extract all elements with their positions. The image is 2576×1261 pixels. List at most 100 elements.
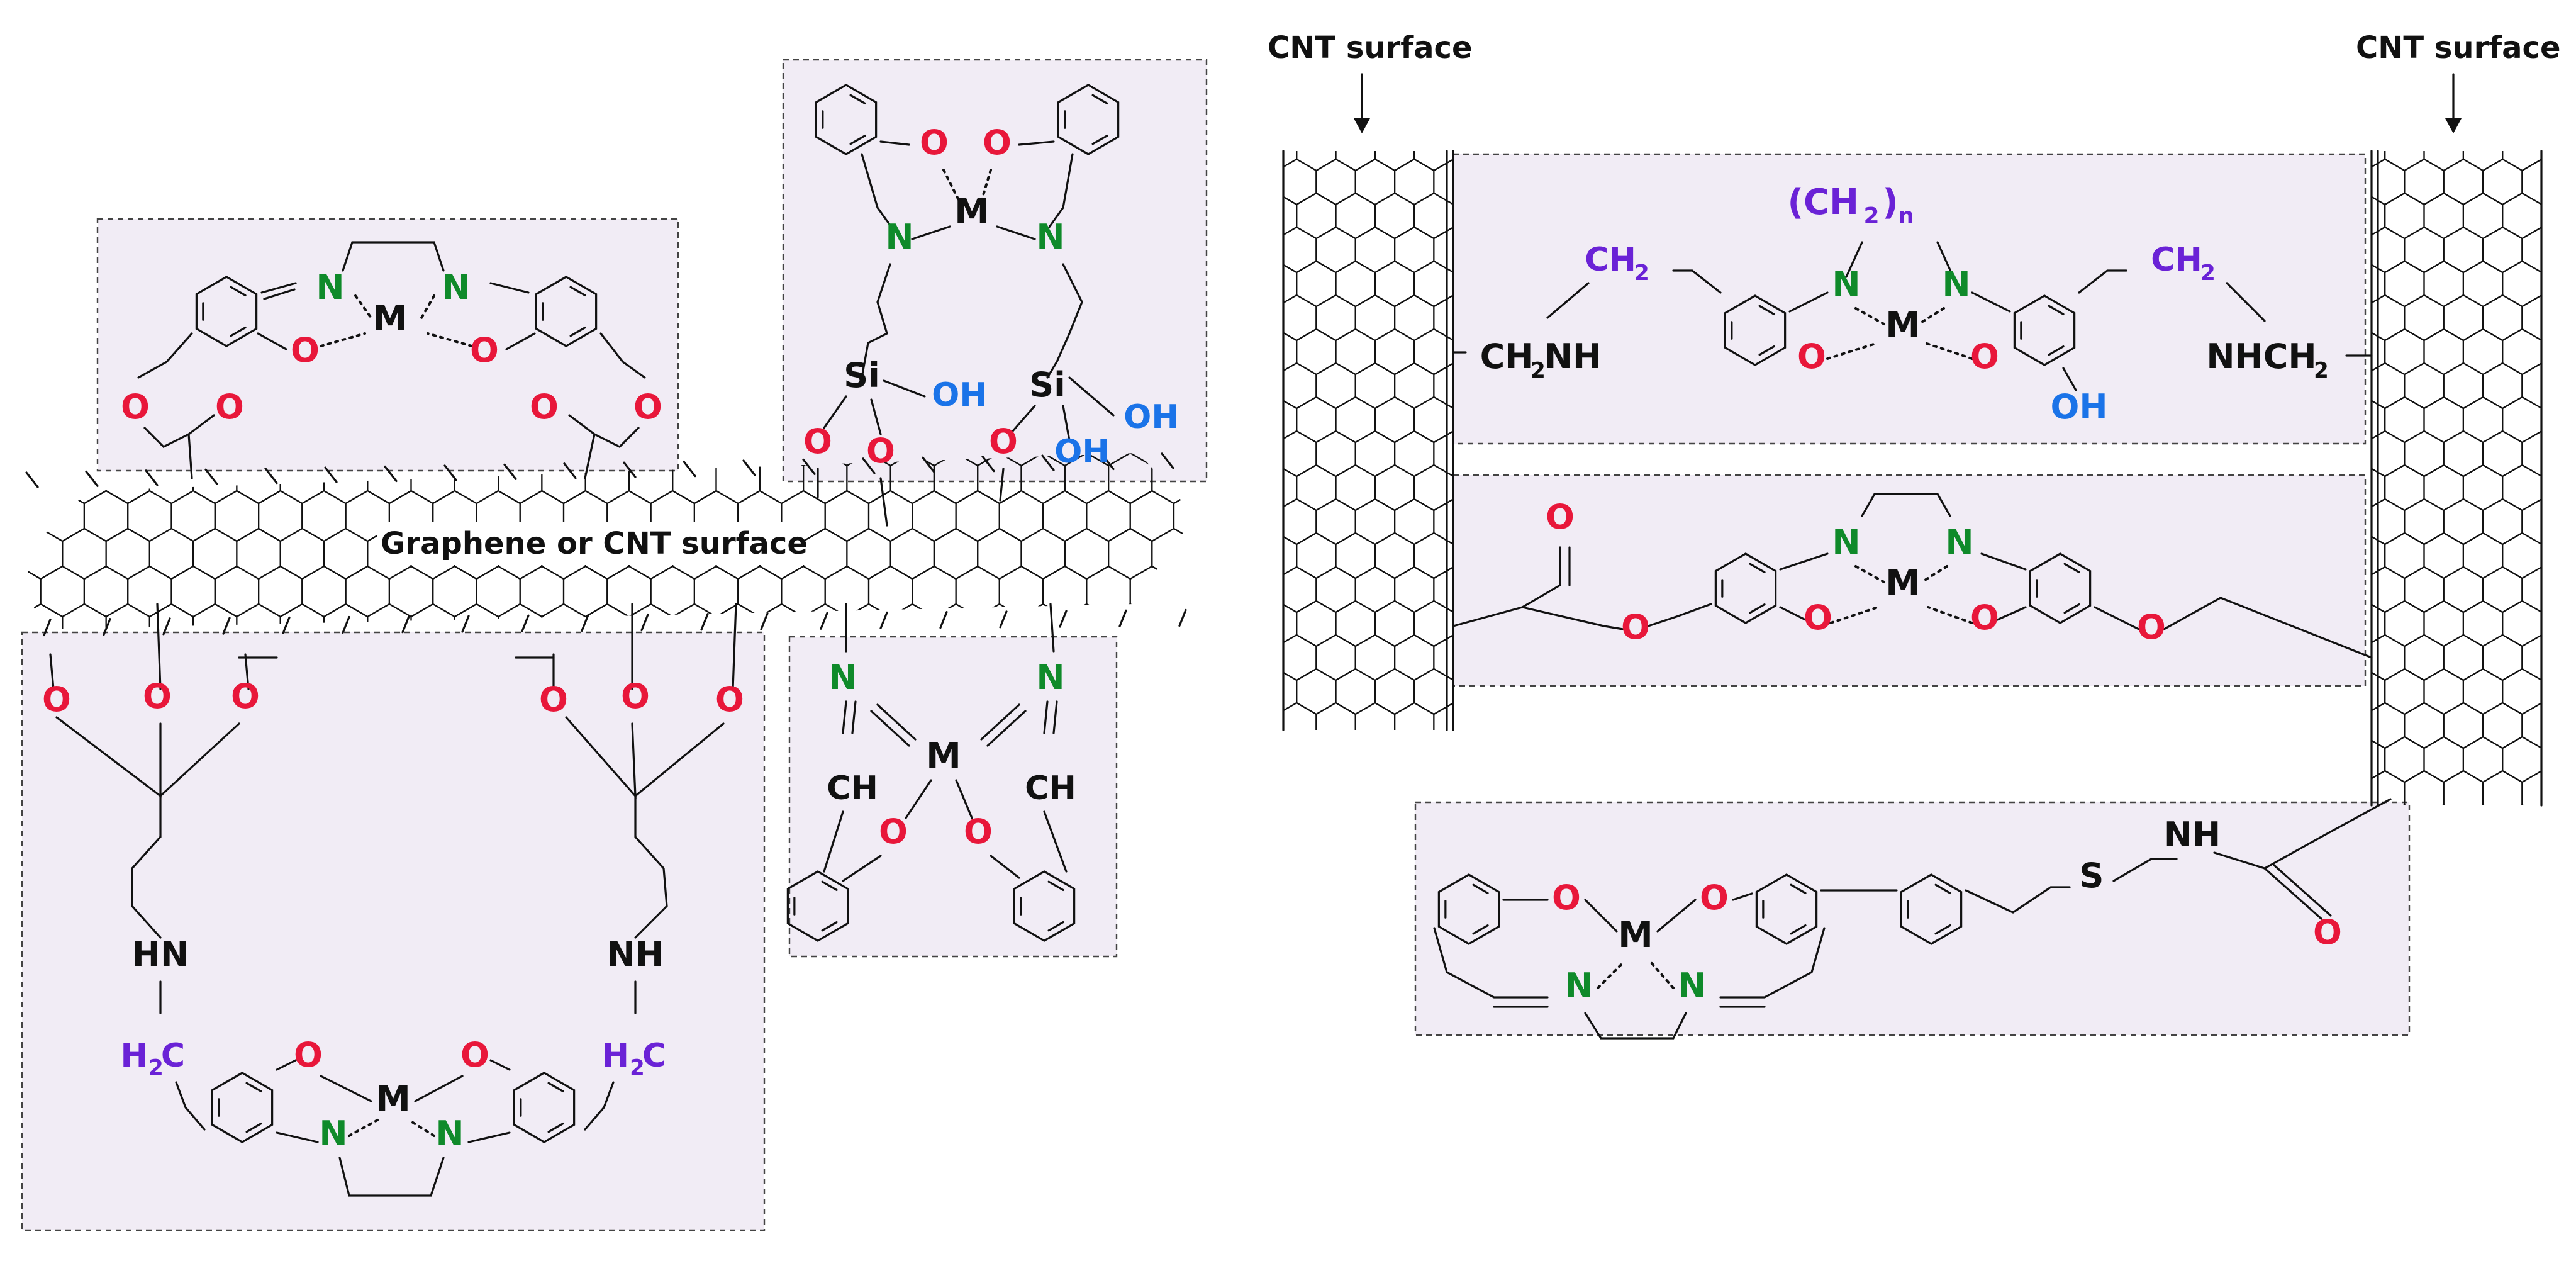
lattice-hexagon	[2462, 532, 2504, 580]
lattice-hexagon	[1394, 634, 1435, 681]
lattice-hexagon	[2443, 430, 2484, 478]
lattice-hexagon	[1354, 498, 1396, 546]
lattice-hexagon	[279, 527, 325, 580]
lattice-hexagon	[1173, 490, 1195, 542]
lattice-hexagon	[1173, 565, 1195, 618]
lattice-hexagon	[2462, 260, 2504, 308]
lattice-hexagon	[2384, 668, 2425, 715]
lattice-hexagon	[2384, 151, 2425, 172]
lattice-hexagon	[737, 453, 783, 467]
salen-right-ring	[535, 276, 598, 347]
schiff-metal-label: M	[926, 736, 961, 776]
tripod-o-5-label: O	[715, 680, 744, 719]
lattice-hexagon	[1283, 264, 1298, 304]
lattice-hexagon	[2404, 566, 2445, 614]
lattice-hexagon	[2384, 328, 2425, 376]
lattice-hexagon	[1374, 668, 1415, 715]
lattice-hexagon	[1394, 498, 1435, 546]
lattice-hexagon	[1020, 527, 1066, 580]
lattice-hexagon	[2423, 668, 2464, 715]
thio-metal-label: M	[1618, 915, 1653, 956]
lattice-hexagon	[1315, 566, 1356, 614]
silane-o-left-label: O	[920, 123, 949, 162]
lattice-hexagon	[25, 527, 64, 580]
cnt-upper-o-left-label: O	[1797, 337, 1826, 376]
cnt-upper-nhch2-sub-label: 2	[2314, 358, 2329, 383]
lattice-hexagon	[83, 565, 129, 618]
lattice-hexagon	[2404, 430, 2445, 478]
lattice-hexagon	[2404, 770, 2445, 805]
lattice-hexagon	[1354, 566, 1396, 614]
lattice-hexagon	[25, 453, 42, 467]
cnt-lower-ester-o-left-label: O	[1621, 607, 1650, 647]
lattice-hexagon	[2521, 362, 2541, 409]
lattice-hexagon	[2502, 328, 2541, 376]
lattice-hexagon	[1151, 603, 1195, 629]
lattice-hexagon	[301, 490, 347, 542]
lattice-hexagon	[2404, 158, 2445, 206]
lattice-hexagon	[955, 490, 1000, 542]
lattice-hexagon	[2423, 600, 2464, 647]
lattice-hexagon	[1354, 226, 1396, 274]
tripod-ring-left	[211, 1072, 274, 1143]
silane-metal-label: M	[954, 191, 990, 232]
cnt-upper-ch2-left-sub-label: 2	[1634, 261, 1649, 286]
panel-schiff-base-bottom	[788, 636, 1118, 958]
lattice-hexagon	[258, 490, 303, 542]
lattice-hexagon	[1296, 328, 1337, 376]
tripod-o-phen-left-label: O	[294, 1035, 323, 1075]
lattice-hexagon	[1374, 192, 1415, 240]
lattice-hexagon	[1433, 702, 1453, 730]
lattice-hexagon	[1086, 490, 1131, 542]
lattice-hexagon	[2384, 396, 2425, 444]
lattice-hexagon	[2423, 260, 2464, 308]
lattice-hexagon	[1374, 260, 1415, 308]
panel-silane	[782, 59, 1208, 483]
lattice-hexagon	[2384, 464, 2425, 512]
lattice-hexagon	[998, 490, 1044, 542]
salen-imine-n-left-label: N	[316, 267, 344, 307]
lattice-hexagon	[2502, 260, 2541, 308]
lattice-hexagon	[2521, 430, 2541, 477]
lattice-hexagon	[2502, 736, 2541, 783]
lattice-hexagon	[2521, 566, 2541, 613]
lattice-hexagon	[1374, 328, 1415, 376]
lattice-hexagon	[1394, 226, 1435, 274]
lattice-hexagon	[1315, 430, 1356, 478]
carbonyl-o-left-label: O	[215, 387, 244, 427]
lattice-hexagon	[2482, 158, 2523, 206]
lattice-hexagon	[2384, 736, 2425, 783]
lattice-hexagon	[2462, 192, 2504, 240]
lattice-hexagon	[1296, 668, 1337, 715]
lattice-hexagon	[1296, 192, 1337, 240]
lattice-hexagon	[1086, 565, 1131, 618]
schiff-ring-right	[1013, 870, 1076, 942]
lattice-hexagon	[2423, 464, 2464, 512]
lattice-hexagon	[2502, 192, 2541, 240]
lattice-hexagon	[1433, 430, 1453, 477]
lattice-hexagon	[2404, 294, 2445, 342]
lattice-hexagon	[912, 490, 957, 542]
salen-phenoxide-o-right-label: O	[470, 330, 499, 370]
ch2n-open-label: (CH	[1787, 182, 1859, 223]
lattice-hexagon	[977, 527, 1022, 580]
ester-o-right-label: O	[633, 387, 662, 427]
lattice-hexagon	[1151, 527, 1195, 580]
lattice-hexagon	[1354, 702, 1396, 730]
lattice-hexagon	[2502, 464, 2541, 512]
h2c-left-c-label: C	[161, 1037, 185, 1075]
silanol-oh-left-label: OH	[932, 376, 987, 414]
lattice-hexagon	[889, 527, 935, 580]
lattice-hexagon	[1433, 294, 1453, 341]
lattice-hexagon	[2423, 328, 2464, 376]
cnt-upper-ring-right	[2013, 294, 2076, 366]
lattice-hexagon	[2384, 532, 2425, 580]
lattice-hexagon	[345, 565, 391, 618]
lattice-hexagon	[912, 565, 957, 618]
lattice-hexagon	[1394, 158, 1435, 206]
lattice-hexagon	[1433, 566, 1453, 613]
lattice-hexagon	[2404, 702, 2445, 749]
lattice-hexagon	[1354, 430, 1396, 478]
lattice-hexagon	[2502, 532, 2541, 580]
